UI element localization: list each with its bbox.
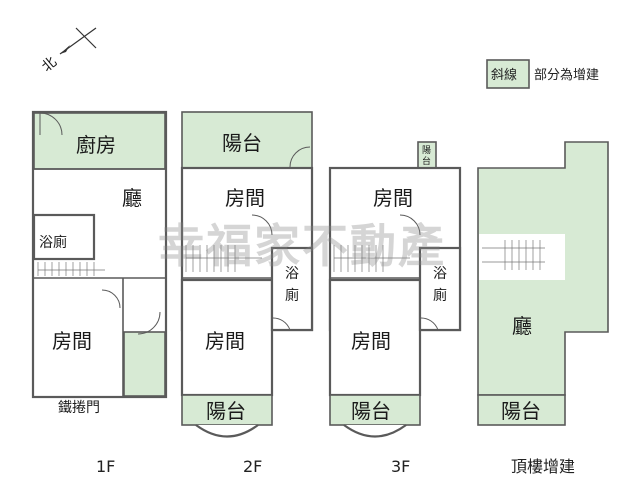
floor-2f-label: 2F xyxy=(243,457,262,476)
bath-label-b: 廁 xyxy=(285,287,299,304)
balcony-front-3f xyxy=(329,394,421,426)
rooftop-balcony-label: 陽台 xyxy=(501,399,541,423)
floor-2f-lower xyxy=(180,278,274,397)
compass: 北 xyxy=(39,27,97,75)
floor-3f-lower xyxy=(328,278,422,397)
bedroom-back-label: 房間 xyxy=(373,186,413,210)
balcony-back-2f xyxy=(181,111,313,169)
balcony-front-label: 陽台 xyxy=(351,399,391,423)
legend-swatch-text: 斜線 xyxy=(491,67,517,83)
balcony-front-2f xyxy=(181,394,273,426)
stairs xyxy=(37,262,105,276)
door xyxy=(39,112,63,136)
floor-3f-label: 3F xyxy=(391,457,410,476)
rooftop-stair-area xyxy=(479,234,565,280)
kitchen-label: 廚房 xyxy=(76,133,116,157)
bedroom-front-label: 房間 xyxy=(205,329,245,353)
bath-label-b: 廁 xyxy=(433,287,447,304)
rolling-gate-label: 鐵捲門 xyxy=(58,399,100,416)
bath-1f xyxy=(32,213,96,261)
living-room-label: 廳 xyxy=(122,186,142,210)
stairs xyxy=(333,245,410,272)
bedroom-front-label: 房間 xyxy=(351,329,391,353)
legend-text: 部分為增建 xyxy=(534,67,599,83)
rooftop-label: 頂樓增建 xyxy=(511,457,575,476)
floor-3f: 陽 台 房間 浴 廁 房間 陽台 3F xyxy=(328,141,462,476)
north-label: 北 xyxy=(39,54,60,75)
bath-label-a: 浴 xyxy=(285,266,299,282)
small-balcony-label-a: 陽 xyxy=(422,145,431,156)
garage-extension xyxy=(123,331,166,397)
rooftop-balcony xyxy=(477,394,566,426)
small-balcony-label-b: 台 xyxy=(422,155,431,167)
legend-swatch xyxy=(486,59,530,89)
bedroom-label: 房間 xyxy=(52,329,92,353)
legend: 斜線 部分為增建 xyxy=(486,59,599,89)
bedroom-back-label: 房間 xyxy=(225,186,265,210)
rooftop-living-label: 廳 xyxy=(512,314,532,338)
watermark: 幸福家不動產 xyxy=(158,219,446,273)
bath-label: 浴廁 xyxy=(39,234,67,251)
bath-2f xyxy=(270,246,314,332)
balcony-back-label: 陽台 xyxy=(222,131,262,155)
north-arrow-icon xyxy=(60,45,70,54)
stairs xyxy=(482,240,545,270)
floor-1f: 廚房 廳 浴廁 房間 鐵捲門 1F xyxy=(31,110,168,476)
balcony-front-label: 陽台 xyxy=(206,399,246,423)
floor-rooftop: 廳 陽台 頂樓增建 xyxy=(477,141,609,476)
bath-3f xyxy=(418,246,462,332)
bath-label-a: 浴 xyxy=(433,266,447,282)
floor-1f-label: 1F xyxy=(96,457,115,476)
floor-2f: 陽台 房間 浴 廁 房間 陽台 2F xyxy=(180,111,314,476)
stairs xyxy=(185,245,262,272)
compass-line xyxy=(75,27,97,49)
